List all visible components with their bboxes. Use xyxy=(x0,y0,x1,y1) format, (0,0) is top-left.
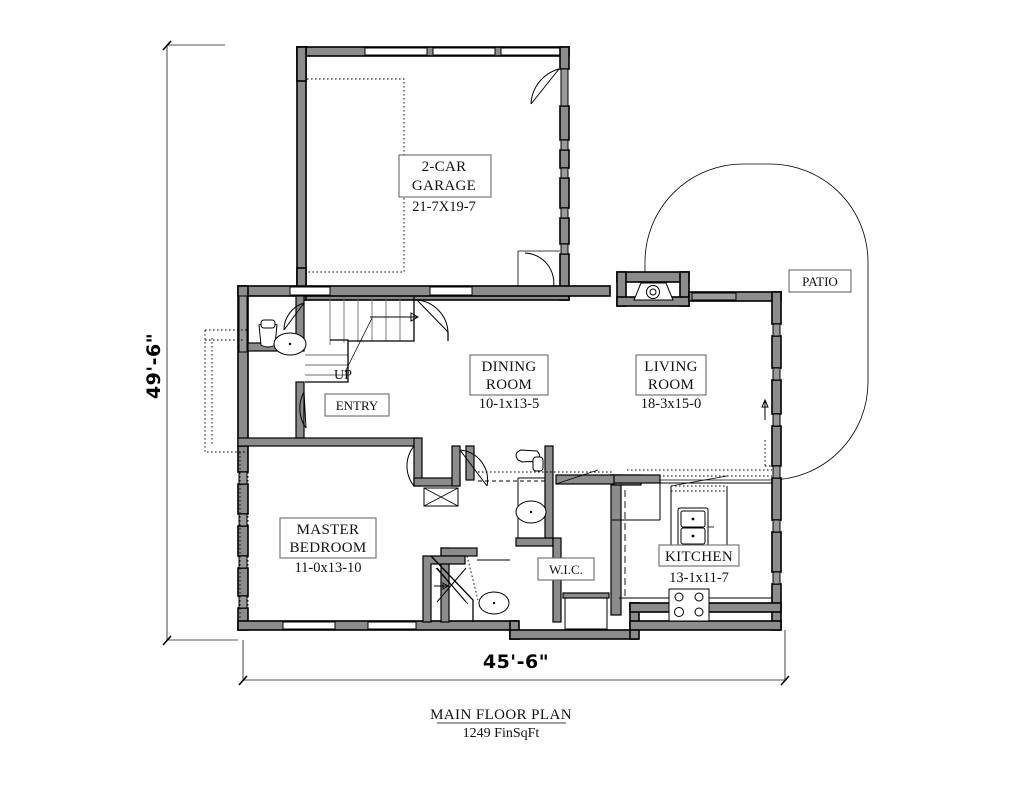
title-block: MAIN FLOOR PLAN 1249 FinSqFt xyxy=(430,707,572,741)
room-label-walk-in-closet: W.I.C. xyxy=(537,557,595,581)
entry-and-stairs xyxy=(238,295,449,439)
garage-label-line2: GARAGE xyxy=(412,178,476,194)
room-label-garage: 2-CAR GARAGE 21-7X19-7 xyxy=(398,154,492,215)
living-dimensions: 18-3x15-0 xyxy=(641,396,701,412)
garage-label-line1: 2-CAR xyxy=(422,159,467,175)
overall-height-dimension: 49'-6" xyxy=(143,333,165,399)
room-label-master-bedroom: MASTER BEDROOM 11-0x13-10 xyxy=(279,517,377,576)
living-room-details xyxy=(761,398,781,467)
room-label-kitchen: KITCHEN 13-1x11-7 xyxy=(658,544,740,586)
master-label-line2: BEDROOM xyxy=(289,540,366,556)
room-label-dining-room: DINING ROOM 10-1x13-5 xyxy=(469,354,549,412)
wic-label: W.I.C. xyxy=(549,562,583,577)
entry-label: ENTRY xyxy=(336,398,379,413)
kitchen-fixtures xyxy=(478,469,773,622)
master-dimensions: 11-0x13-10 xyxy=(294,560,361,576)
dining-label-line1: DINING xyxy=(481,359,536,375)
room-label-entry: ENTRY xyxy=(324,393,390,417)
master-label-line1: MASTER xyxy=(297,522,360,538)
garage-dimensions: 21-7X19-7 xyxy=(412,199,476,215)
dimension-lines xyxy=(162,40,790,686)
room-label-patio: PATIO xyxy=(788,269,852,293)
interior-partitions xyxy=(204,329,610,630)
patio-outline xyxy=(640,163,869,481)
overall-width-dimension: 45'-6" xyxy=(483,651,549,673)
room-label-living-room: LIVING ROOM 18-3x15-0 xyxy=(635,354,707,412)
dining-dimensions: 10-1x13-5 xyxy=(479,396,539,412)
living-label-line2: ROOM xyxy=(648,377,694,393)
plan-title: MAIN FLOOR PLAN xyxy=(430,707,572,723)
stairs-up-label: UP xyxy=(334,368,352,383)
living-label-line1: LIVING xyxy=(644,359,697,375)
kitchen-label: KITCHEN xyxy=(665,549,733,565)
kitchen-dimensions: 13-1x11-7 xyxy=(669,570,729,586)
patio-label: PATIO xyxy=(802,274,838,289)
dining-label-line2: ROOM xyxy=(486,377,532,393)
plan-subtitle: 1249 FinSqFt xyxy=(463,726,540,741)
